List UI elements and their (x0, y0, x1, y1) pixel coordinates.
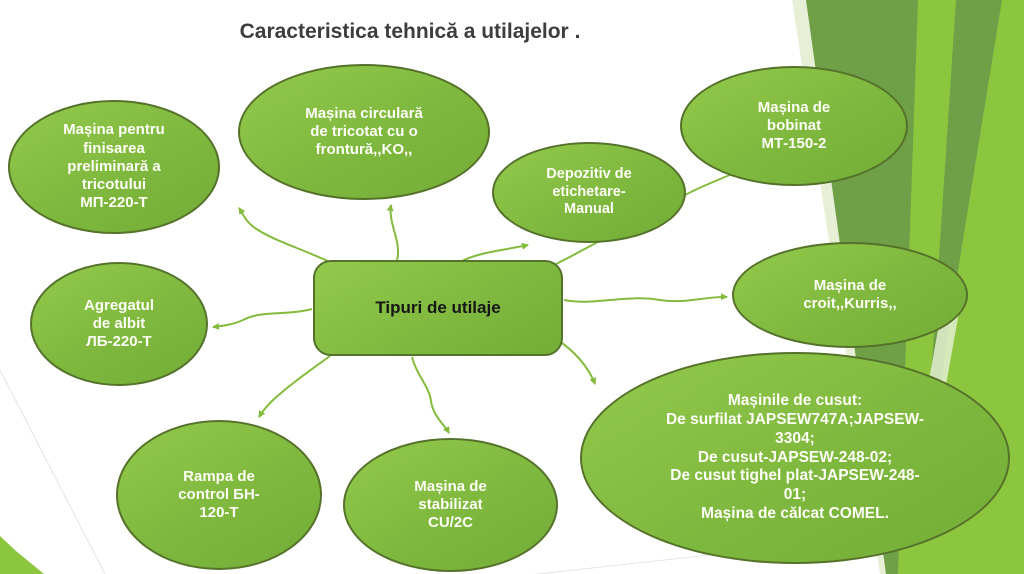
node-rampa-control: Rampa de control БН- 120-Т (116, 420, 322, 570)
page-title: Caracteristica tehnică a utilajelor . (239, 20, 581, 43)
connector-croit (563, 293, 728, 303)
node-masina-bobinat: Mașina de bobinat МТ-150-2 (680, 66, 908, 186)
connector-stabilizat (411, 356, 450, 434)
node-masina-stabilizat: Mașina de stabilizat CU/2C (343, 438, 558, 572)
bg-fold-line-left (0, 369, 106, 574)
central-node-tipuri-utilaje: Tipuri de utilaje (313, 260, 563, 356)
node-agregat-albit: Agregatul de albit ЛБ-220-Т (30, 262, 208, 386)
node-depozitiv-etichetare: Depozitiv de etichetare- Manual (492, 142, 686, 243)
node-finisare-preliminara: Mașina pentru finisarea preliminară a tr… (8, 100, 220, 234)
node-masina-croit: Mașina de croit,,Kurris,, (732, 242, 968, 348)
connector-rampa (258, 355, 331, 418)
connector-albit (212, 308, 313, 330)
connector-finisare (238, 207, 333, 264)
connector-depozitiv (461, 242, 529, 262)
connector-tricotat (386, 204, 400, 261)
node-masini-cusut: Mașinile de cusut: De surfilat JAPSEW747… (580, 352, 1010, 564)
node-tricotat-circular: Mașina circulară de tricotat cu o frontu… (238, 64, 490, 200)
connector-cusut (557, 339, 597, 385)
